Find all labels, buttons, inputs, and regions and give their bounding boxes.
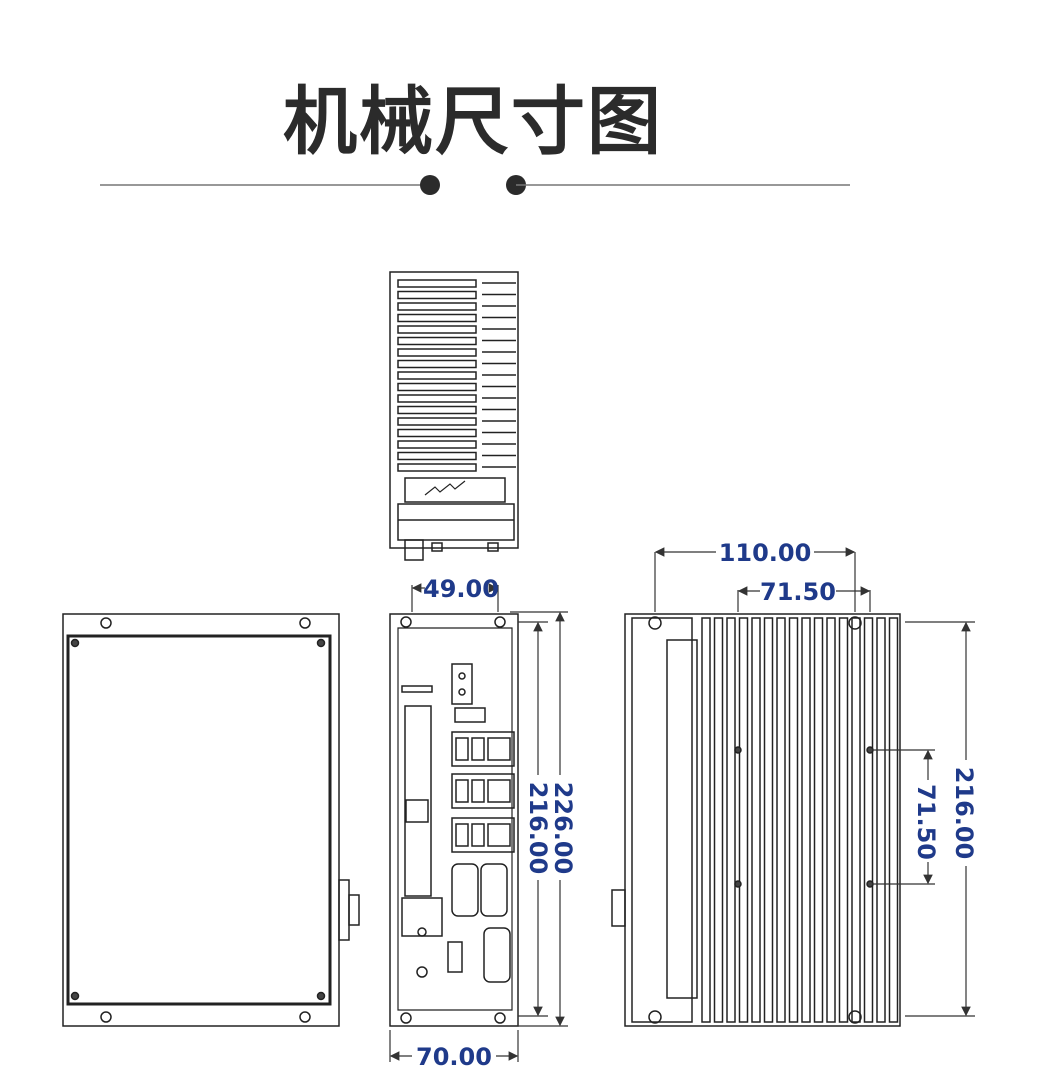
top-view [389,271,519,561]
right-view [611,613,901,1027]
dim-front-height-inner: 216.00 [524,782,552,875]
side-fin [763,617,774,1023]
side-fin [738,617,749,1023]
fin [397,463,477,472]
fin [397,290,477,300]
fin [397,336,477,346]
fin [397,405,477,415]
top-view-fins [397,279,516,472]
side-fin [851,617,861,1023]
side-fin [701,617,711,1023]
side-fin [751,617,761,1023]
fin [397,325,477,334]
dim-side-height: 216.00 [950,767,978,860]
fin [397,371,477,380]
side-fin [863,617,874,1023]
dimension-lines [389,547,975,1062]
fin [397,302,477,311]
fin [397,348,477,357]
fin [397,382,477,392]
fin [397,440,477,449]
dim-top-width-inner: 71.50 [760,578,836,606]
fin [397,428,477,438]
side-fin [813,617,824,1023]
side-fin [838,617,849,1023]
fin [397,451,477,461]
fin [397,394,477,403]
fin [397,279,477,288]
side-fin [726,617,736,1023]
title-divider [100,175,850,195]
side-fin [888,617,899,1023]
dim-top-width-outer: 110.00 [719,539,812,567]
side-fin [788,617,799,1023]
left-view [62,613,360,1027]
dim-front-width-mount: 49.00 [423,575,499,603]
page-title: 机械尺寸图 [283,79,663,165]
dim-front-width: 70.00 [416,1043,492,1071]
side-fin [876,617,886,1023]
fin [397,417,477,426]
side-fin [776,617,786,1023]
side-fin [826,617,836,1023]
front-view [389,613,519,1027]
dim-side-inner: 71.50 [912,784,940,860]
dim-front-height-outer: 226.00 [549,782,577,875]
side-fin [801,617,811,1023]
side-fin [713,617,724,1023]
fin [397,359,477,369]
right-view-fins [701,617,899,1023]
fin [397,313,477,323]
